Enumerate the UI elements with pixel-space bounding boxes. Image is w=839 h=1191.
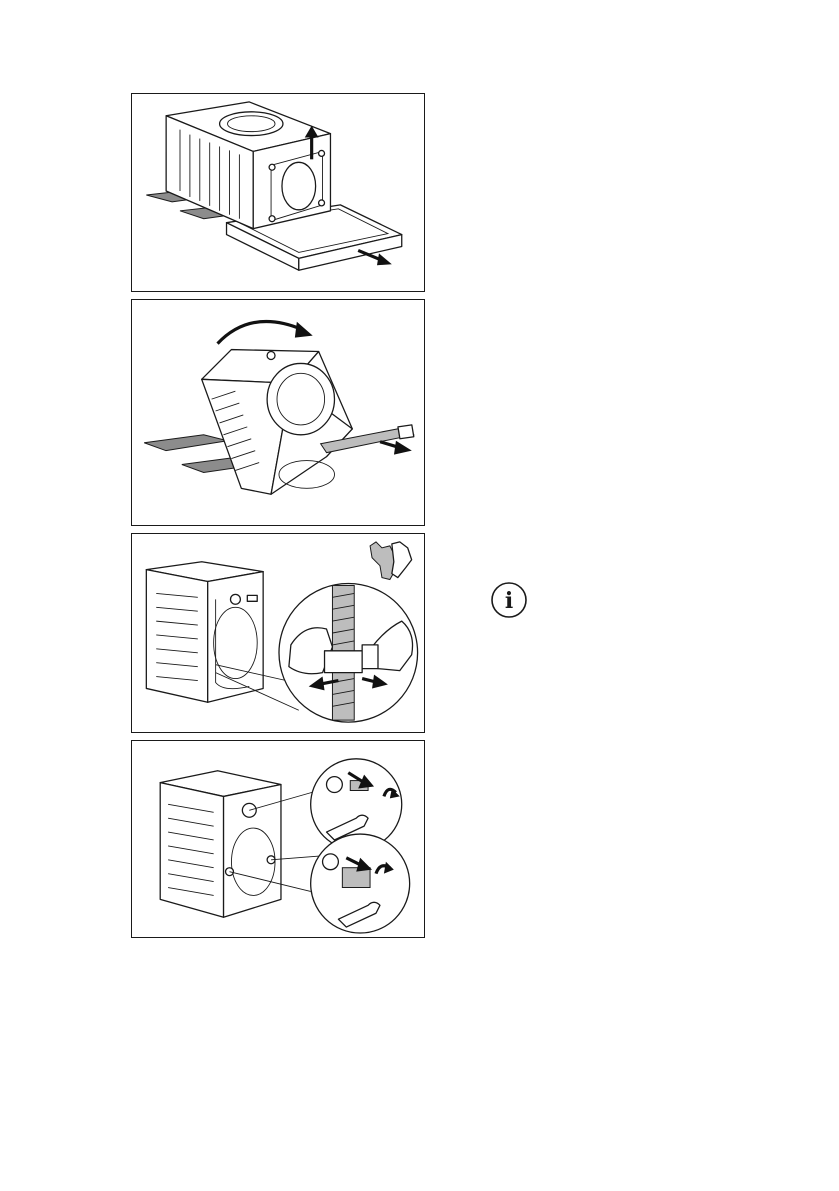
pull-out-arrow-icon	[394, 441, 412, 455]
washer-on-base-illustration	[132, 94, 424, 291]
pull-out-arrow-icon	[377, 253, 392, 265]
hose-clamp-illustration	[132, 534, 424, 732]
illustration-release-hose-clamps	[131, 533, 425, 733]
tilted-washer-illustration	[132, 300, 424, 525]
gloves-icon	[370, 542, 412, 580]
illustration-unscrew-transit-bolts	[131, 740, 425, 938]
info-symbol: i	[505, 588, 513, 614]
illustration-tilt-and-remove-support	[131, 299, 425, 526]
rotate-arrow-icon	[295, 322, 313, 338]
information-icon: i	[490, 581, 528, 619]
illustration-remove-base-packaging	[131, 93, 425, 292]
rotate-arrow-line	[218, 321, 303, 343]
transit-bolts-illustration	[132, 741, 424, 937]
